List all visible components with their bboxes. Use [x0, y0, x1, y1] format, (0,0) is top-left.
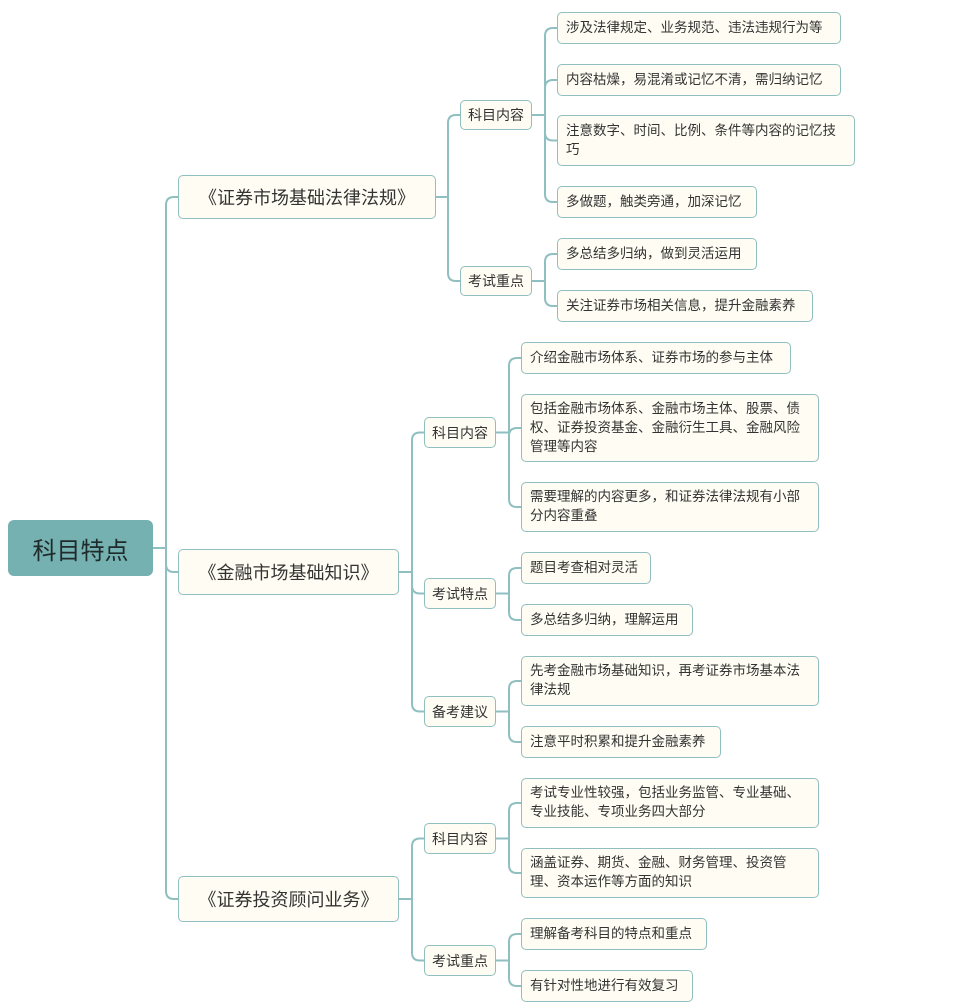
connector-10	[496, 802, 521, 874]
leaf-b3-g2-1: 理解备考科目的特点和重点	[521, 918, 707, 950]
connector-11	[496, 933, 521, 987]
branch-2-group-3: 备考建议	[424, 696, 496, 727]
connector-4	[532, 253, 557, 307]
leaf-b2-g3-1: 先考金融市场基础知识，再考证券市场基本法律法规	[521, 656, 819, 706]
leaf-b2-g1-1: 介绍金融市场体系、证券市场的参与主体	[521, 342, 791, 374]
branch-1-group-2: 考试重点	[460, 266, 532, 296]
connector-7	[496, 567, 521, 621]
branch-1-group-1: 科目内容	[460, 100, 532, 130]
connector-8	[496, 680, 521, 743]
leaf-b3-g2-2: 有针对性地进行有效复习	[521, 970, 693, 1002]
connector-2	[436, 114, 460, 282]
branch-2-group-1: 科目内容	[424, 417, 496, 448]
connector-5	[399, 431, 424, 713]
leaf-b1-g2-2: 关注证券市场相关信息，提升金融素养	[557, 290, 813, 322]
leaf-b2-g1-3: 需要理解的内容更多，和证券法律法规有小部分内容重叠	[521, 482, 819, 532]
leaf-b2-g1-2: 包括金融市场体系、金融市场主体、股票、债权、证券投资基金、金融衍生工具、金融风险…	[521, 394, 819, 462]
branch-3-group-2: 考试重点	[424, 945, 496, 976]
leaf-b3-g1-1: 考试专业性较强，包括业务监管、专业基础、专业技能、专项业务四大部分	[521, 778, 819, 828]
leaf-b1-g1-4: 多做题，触类旁通，加深记忆	[557, 186, 757, 218]
connector-1	[153, 196, 178, 900]
branch-2-title: 《金融市场基础知识》	[178, 549, 399, 595]
branch-3-title: 《证券投资顾问业务》	[178, 876, 399, 922]
connector-3	[532, 27, 557, 203]
leaf-b3-g1-2: 涵盖证券、期货、金融、财务管理、投资管理、资本运作等方面的知识	[521, 848, 819, 898]
leaf-b1-g1-3: 注意数字、时间、比例、条件等内容的记忆技巧	[557, 115, 855, 166]
leaf-b2-g2-1: 题目考查相对灵活	[521, 552, 651, 584]
leaf-b1-g1-2: 内容枯燥，易混淆或记忆不清，需归纳记忆	[557, 64, 841, 96]
leaf-b2-g2-2: 多总结多归纳，理解运用	[521, 604, 693, 636]
branch-3-group-1: 科目内容	[424, 823, 496, 854]
leaf-b2-g3-2: 注意平时积累和提升金融素养	[521, 726, 721, 758]
branch-1-title: 《证券市场基础法律法规》	[178, 175, 436, 219]
root-node: 科目特点	[8, 520, 153, 576]
leaf-b1-g1-1: 涉及法律规定、业务规范、违法违规行为等	[557, 12, 841, 44]
connector-6	[496, 357, 521, 508]
leaf-b1-g2-1: 多总结多归纳，做到灵活运用	[557, 238, 757, 270]
branch-2-group-2: 考试特点	[424, 578, 496, 609]
connector-9	[399, 837, 424, 962]
